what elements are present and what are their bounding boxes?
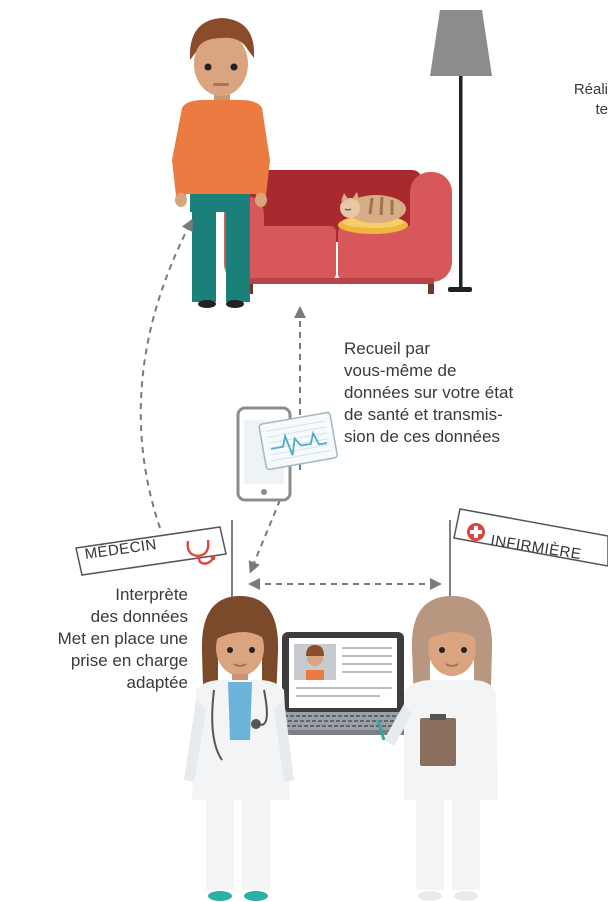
- doctor-figure: [184, 520, 294, 901]
- stethoscope-icon: [186, 539, 213, 565]
- recueil-line-4: de santé et transmis-: [344, 405, 503, 424]
- recueil-description: Recueil par vous-même de données sur vot…: [344, 338, 594, 448]
- cat-icon: [338, 192, 408, 234]
- medecin-description: Interprète des données Met en place une …: [0, 584, 188, 694]
- medecin-desc-line-1: Interprète: [115, 585, 188, 604]
- health-data-card: [258, 411, 338, 471]
- patient-figure: [172, 18, 270, 308]
- laptop-icon: [258, 632, 428, 735]
- medecin-desc-line-5: adaptée: [126, 673, 188, 692]
- medecin-desc-line-2: des données: [90, 607, 188, 626]
- medical-cross-icon: [467, 523, 485, 541]
- arrow-doctor-to-patient: [139, 218, 193, 529]
- recueil-line-1: Recueil par: [344, 339, 430, 358]
- recueil-line-3: données sur votre état: [344, 383, 514, 402]
- infirmiere-flag: [453, 508, 608, 567]
- arrow-device-to-doctor: [248, 499, 281, 574]
- medecin-desc-line-3: Met en place une: [57, 629, 188, 648]
- recueil-line-2: vous-même de: [344, 361, 457, 380]
- recueil-line-5: sion de ces données: [344, 427, 500, 446]
- truncated-caption: Réali te: [470, 80, 608, 120]
- truncated-caption-line-1: Réali: [573, 81, 608, 98]
- nurse-figure: [376, 520, 498, 901]
- truncated-caption-line-2: te: [595, 101, 608, 118]
- medecin-flag: [75, 526, 227, 576]
- medecin-desc-line-4: prise en charge: [70, 651, 188, 670]
- floor-lamp: [430, 10, 492, 292]
